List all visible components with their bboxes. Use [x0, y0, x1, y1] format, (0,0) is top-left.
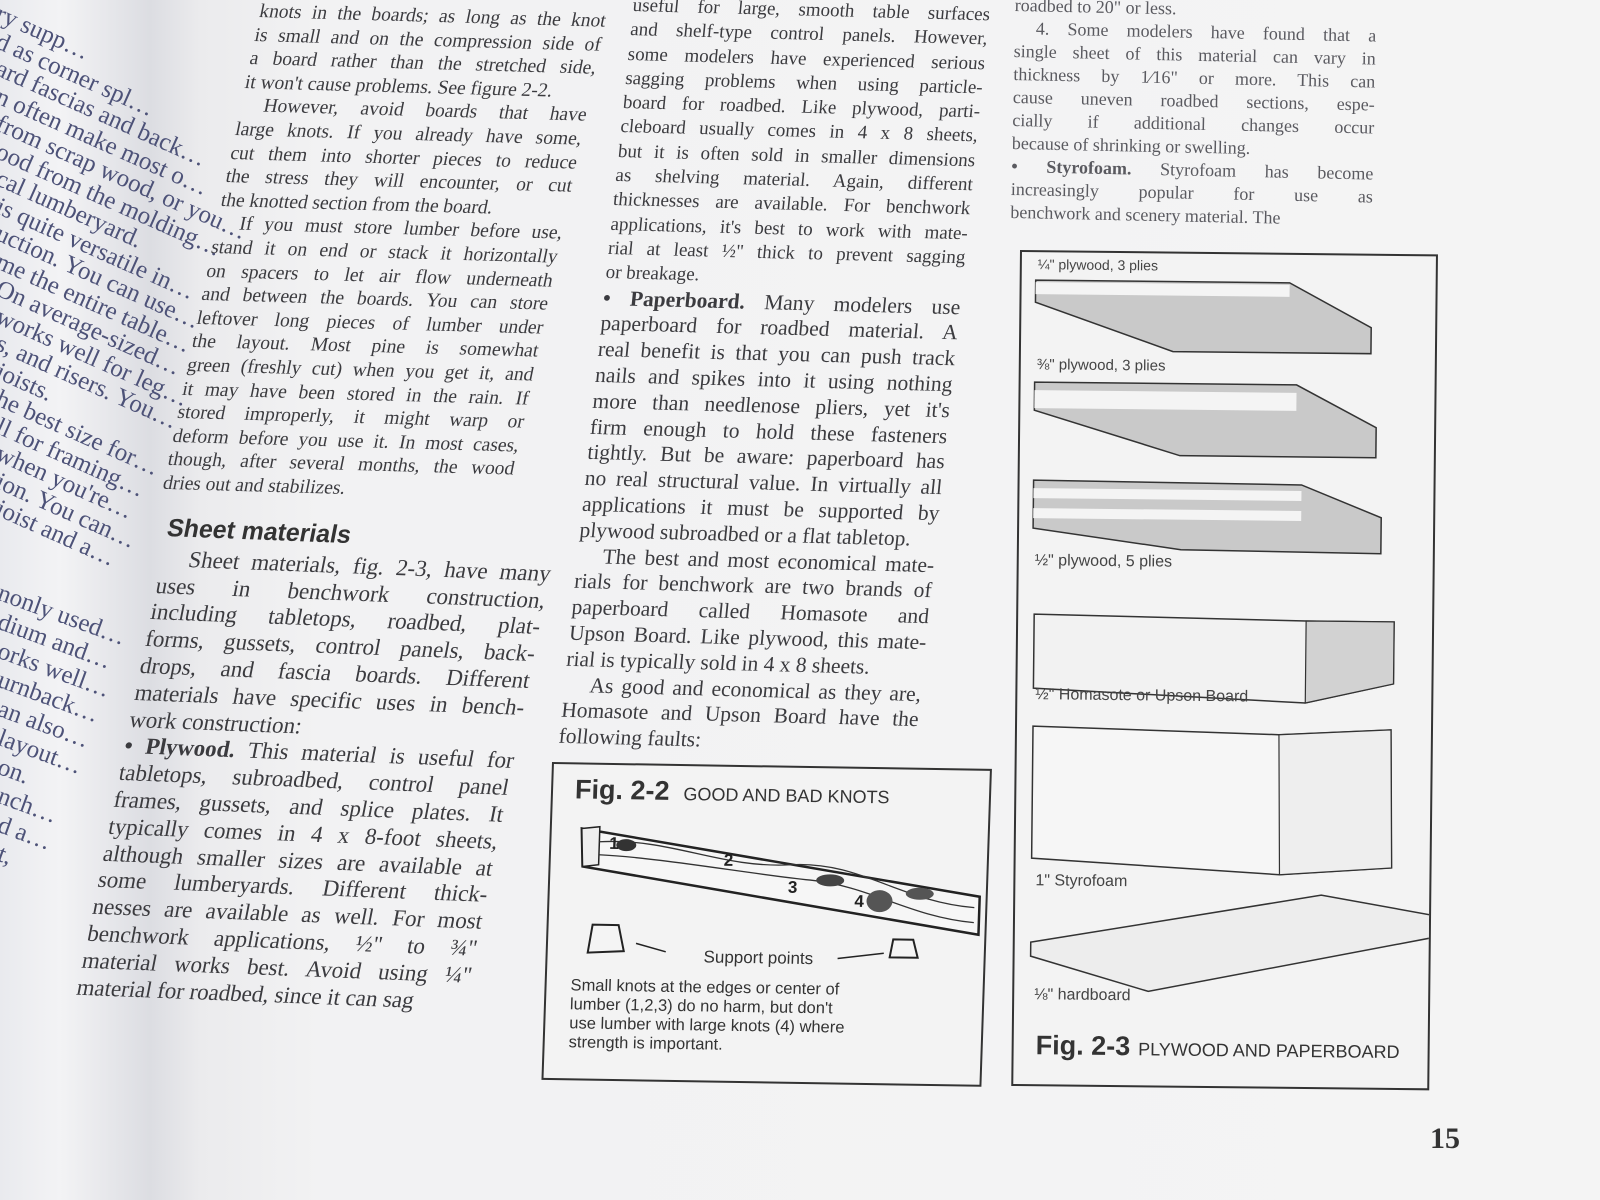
figure-title: PLYWOOD AND PAPERBOARD: [1138, 1039, 1400, 1063]
knot-1: [616, 839, 637, 852]
support-block-right: [888, 938, 919, 959]
figure-2-2: Fig. 2-2 GOOD AND BAD KNOTS 1 2 3 4 Supp…: [541, 762, 992, 1087]
text-column-4: roadbed to 20" or less.4. Some modelers …: [1010, 0, 1377, 232]
knot-label-2: 2: [723, 851, 733, 870]
sheet-materials-illustration: [1029, 279, 1436, 993]
knot-label-4: 4: [854, 892, 865, 911]
knot-label-1: 1: [609, 834, 619, 853]
figure-title: GOOD AND BAD KNOTS: [683, 784, 890, 808]
knotted-board-illustration: 1 2 3 4 Support points: [580, 825, 981, 968]
figure-2-3: ¼" plywood, 3 plies ⅜" plywood, 3 plies …: [1011, 250, 1438, 1091]
label-threeeighths-plywood: ⅜" plywood, 3 plies: [1036, 356, 1166, 375]
support-block-left: [586, 923, 625, 954]
figure-number: Fig. 2-3: [1035, 1030, 1131, 1062]
knot-label-3: 3: [788, 878, 798, 897]
knot-4: [866, 890, 893, 913]
support-points-label: Support points: [703, 947, 813, 968]
label-half-plywood: ½" plywood, 5 plies: [1034, 552, 1173, 571]
label-styrofoam: 1" Styrofoam: [1035, 872, 1128, 891]
knot-large: [816, 874, 845, 887]
label-homasote: ½" Homasote or Upson Board: [1035, 686, 1249, 706]
text-column-1: knots in the boards; as long as the knot…: [161, 0, 608, 505]
label-hardboard: ⅛" hardboard: [1034, 986, 1131, 1005]
figure-caption: Small knots at the edges or center of lu…: [568, 976, 846, 1056]
figure-number: Fig. 2-2: [574, 774, 671, 806]
page-number: 15: [1430, 1122, 1460, 1155]
knot-large: [905, 887, 934, 900]
label-quarter-plywood: ¼" plywood, 3 plies: [1037, 256, 1159, 274]
